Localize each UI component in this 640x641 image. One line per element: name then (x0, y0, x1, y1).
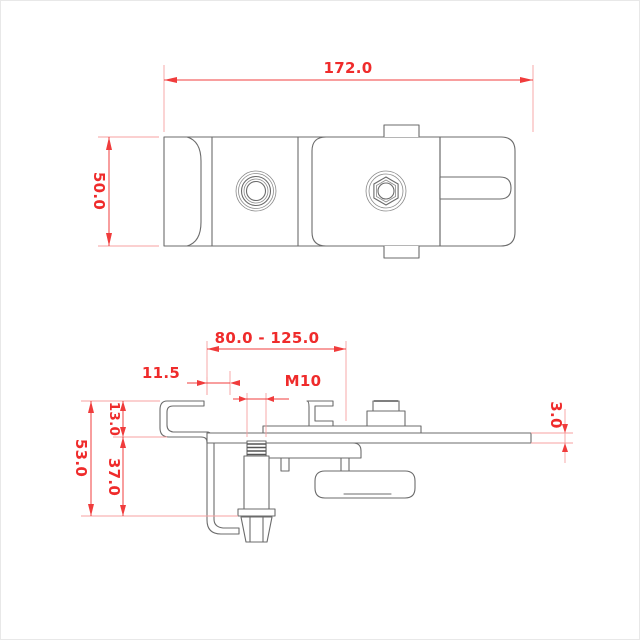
dim-arrow-53-top (88, 401, 94, 413)
side-view-hook-bracket (159, 400, 240, 535)
dim-label-hook-offset: 11.5 (142, 364, 180, 382)
dim-label-bracket-height: 53.0 (72, 439, 90, 477)
top-view-bottom-tab (383, 246, 420, 259)
dim-arrow-11-5-left (197, 380, 207, 386)
dim-label-overall-length: 172.0 (324, 59, 373, 77)
dim-label-thread-callout: M10 (285, 372, 322, 390)
dim-arrow-37-top (120, 437, 126, 448)
side-view-bolt-collar (366, 410, 406, 427)
side-view-upper-tab (306, 400, 334, 427)
side-view-roller (314, 470, 416, 499)
dim-label-plate-thickness: 3.0 (547, 401, 565, 428)
top-view-hex-nut (365, 170, 407, 212)
top-view-left-cap-radius (186, 136, 202, 247)
dim-label-adjust-range: 80.0 - 125.0 (215, 329, 320, 347)
dim-arrow-11-5-right (230, 380, 240, 386)
side-view-geometry (159, 400, 532, 543)
side-view-bolt-head (372, 400, 400, 412)
dim-label-overall-width: 50.0 (90, 172, 108, 210)
side-view-dimensions: 80.0 - 125.0 11.5 M10 53.0 (72, 329, 573, 517)
side-view-washer (237, 508, 276, 517)
top-view-slot (439, 176, 512, 200)
side-view-clamp-top-plate (262, 425, 422, 434)
dim-arrow-m10-right (266, 396, 274, 402)
top-view-clamp-jaw (311, 136, 441, 247)
dim-arrow-13-top (120, 401, 126, 411)
side-view-stud-threads (247, 443, 266, 456)
dim-arrow-37-bottom (120, 505, 126, 516)
dim-arrow-range-left (207, 346, 219, 352)
dim-arrow-3-bottom (562, 443, 568, 452)
top-view-dimensions: 172.0 50.0 (90, 59, 534, 247)
dim-arrow-13-bottom (120, 427, 126, 437)
side-view-clamp-lower-block (265, 442, 362, 459)
side-view-stud-shank (243, 455, 270, 510)
dim-arrow-range-right (334, 346, 346, 352)
dim-arrow-53-bottom (88, 504, 94, 516)
dim-arrow-50-top (106, 137, 112, 150)
side-view-stud-thread-body (246, 440, 267, 457)
dim-arrow-3-top (562, 424, 568, 433)
side-view-leg-right (340, 457, 350, 472)
dim-arrow-172-right (520, 77, 533, 83)
side-view-leg-left (280, 457, 290, 472)
dim-label-hook-height: 13.0 (106, 402, 122, 437)
dim-arrow-50-bottom (106, 233, 112, 246)
side-view-hex-nut (240, 516, 273, 543)
dim-label-stud-height: 37.0 (105, 458, 123, 496)
top-view-geometry (163, 124, 516, 259)
dim-arrow-172-left (164, 77, 177, 83)
top-view-threaded-hole (235, 170, 277, 212)
top-view-top-tab (383, 124, 420, 137)
dim-arrow-m10-left (239, 396, 247, 402)
